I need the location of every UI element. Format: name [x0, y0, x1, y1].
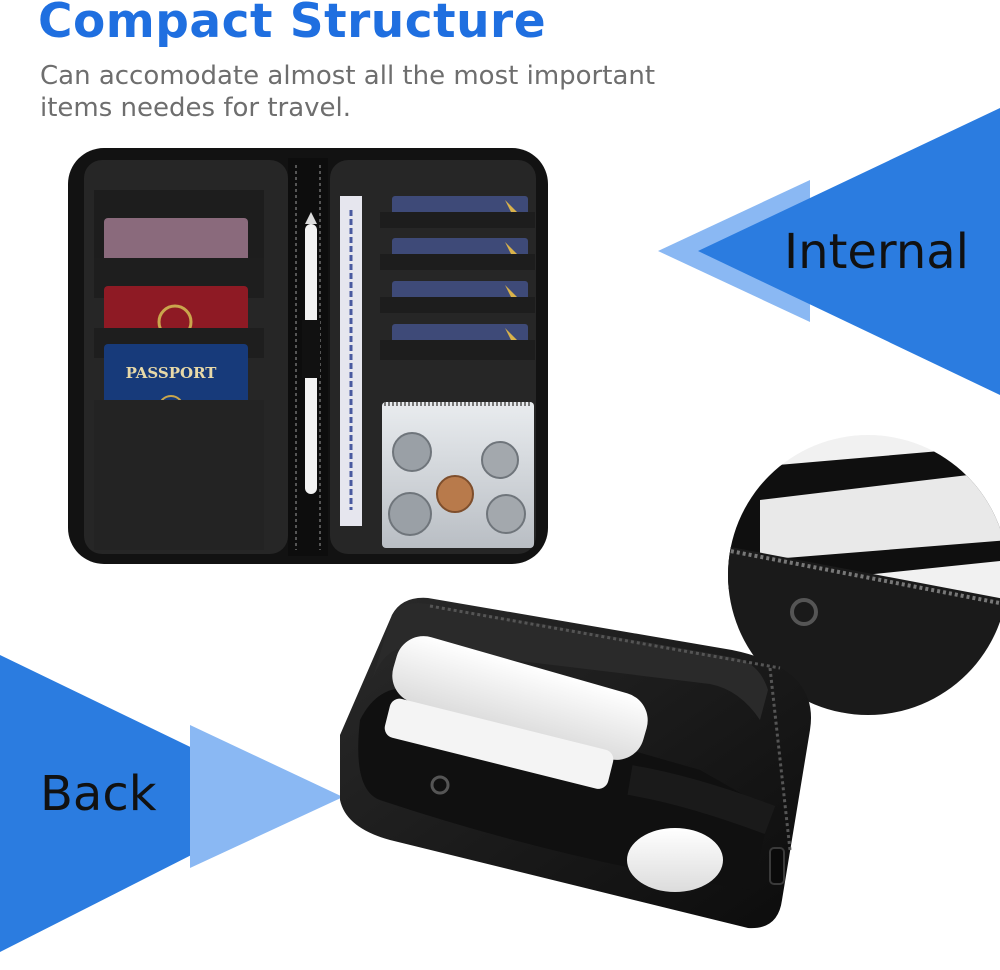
coin-icon — [388, 432, 526, 536]
zoom-detail — [728, 435, 1000, 715]
back-triangle — [0, 655, 300, 952]
zipper-pull-icon — [769, 847, 785, 885]
back-label: Back — [40, 766, 157, 822]
power-bank — [392, 636, 648, 760]
passport-text: PASSPORT — [126, 364, 218, 382]
tablet — [384, 698, 614, 789]
earbuds-case — [627, 828, 723, 892]
back-triangle-light — [190, 725, 343, 868]
internal-triangle — [698, 108, 1000, 395]
organizer-bag — [340, 597, 812, 929]
page-title: Compact Structure — [38, 0, 547, 49]
internal-label: Internal — [784, 224, 969, 280]
boarding-pass — [340, 196, 362, 526]
open-organizer: PASSPORT — [68, 148, 548, 564]
subtitle: Can accomodate almost all the most impor… — [40, 61, 656, 123]
